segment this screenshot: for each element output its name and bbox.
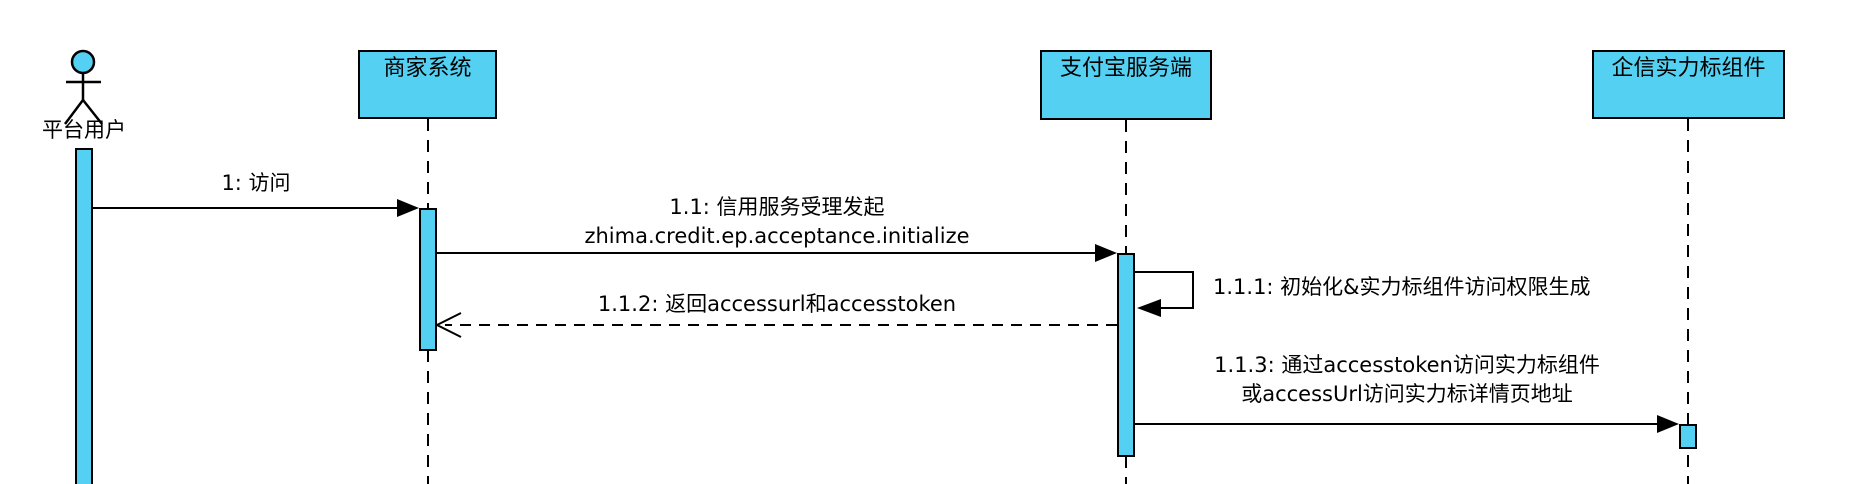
message-arrow-1-1-1-self: [1135, 271, 1194, 317]
message-label-1-1-3-line2: 或accessUrl访问实力标详情页地址: [1241, 382, 1573, 406]
activation-bar-actor: [75, 148, 93, 484]
participant-label-component: 企信实力标组件: [1611, 56, 1766, 81]
message-arrow-1-1-2-return: [434, 312, 1117, 338]
message-label-1-1-1: 1.1.1: 初始化&实力标组件访问权限生成: [1213, 275, 1591, 299]
message-label-1-1-line1: 1.1: 信用服务受理发起: [669, 195, 885, 219]
message-arrow-1-1-3: [1135, 415, 1679, 433]
activation-bar-alipay: [1117, 253, 1135, 457]
message-label-1-1-3-line1: 1.1.3: 通过accesstoken访问实力标组件: [1214, 353, 1600, 377]
message-arrow-1-1: [437, 244, 1117, 262]
participant-label-alipay: 支付宝服务端: [1059, 56, 1192, 81]
activation-bar-component: [1679, 424, 1697, 449]
activation-bar-merchant: [419, 208, 437, 351]
actor-figure-icon: [64, 49, 103, 125]
actor-label: 平台用户: [42, 118, 126, 142]
message-arrow-1: [93, 199, 419, 217]
participant-box-merchant: 商家系统: [358, 50, 497, 119]
message-label-1-1: 1.1: 信用服务受理发起 zhima.credit.ep.acceptance…: [584, 193, 969, 251]
message-label-1-1-3: 1.1.3: 通过accesstoken访问实力标组件 或accessUrl访问…: [1214, 351, 1600, 409]
message-label-1-1-line2: zhima.credit.ep.acceptance.initialize: [584, 224, 970, 248]
message-label-1-1-2: 1.1.2: 返回accessurl和accesstoken: [597, 292, 957, 316]
message-label-1: 1: 访问: [221, 171, 291, 195]
participant-box-component: 企信实力标组件: [1592, 50, 1785, 119]
participant-box-alipay: 支付宝服务端: [1040, 50, 1212, 120]
participant-label-merchant: 商家系统: [383, 56, 472, 81]
